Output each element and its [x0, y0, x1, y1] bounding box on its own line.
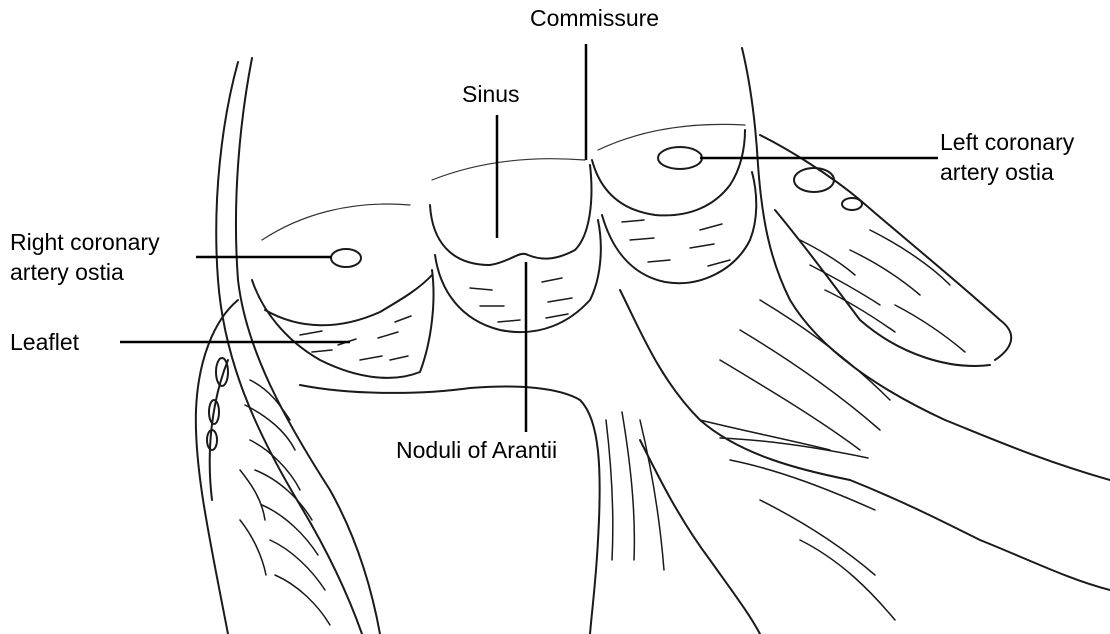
noduli-label: Noduli of Arantii	[396, 436, 557, 464]
left-coronary-cusp	[592, 124, 756, 283]
commissure-label: Commissure	[530, 4, 659, 32]
sinus-label: Sinus	[462, 80, 520, 108]
central-cusp	[430, 159, 601, 332]
left-coronary-ostium	[658, 147, 702, 169]
right-coronary-label-line2: artery ostia	[10, 258, 124, 286]
right-aortic-wall	[742, 48, 1110, 480]
left-aortic-wall	[196, 58, 380, 634]
right-coronary-ostium	[331, 249, 361, 267]
right-coronary-label-line1: Right coronary	[10, 228, 160, 256]
left-coronary-label-line2: artery ostia	[940, 158, 1054, 186]
right-coronary-cusp	[252, 204, 434, 378]
leader-lines	[120, 44, 938, 432]
left-coronary-label-line1: Left coronary	[940, 128, 1074, 156]
leaflet-label: Leaflet	[10, 328, 79, 356]
